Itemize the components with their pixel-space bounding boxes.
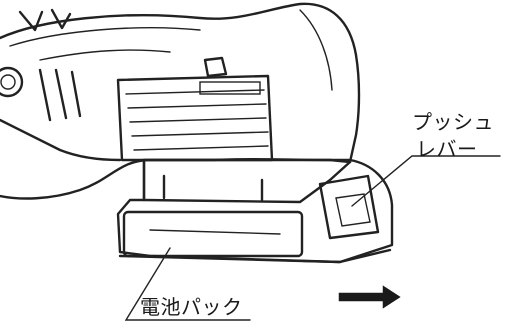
tool-body [0,2,361,200]
battery-pack-leader-line [124,247,251,321]
push-lever-leader-line [351,155,501,207]
push-lever [318,174,380,240]
slide-direction-arrow [337,282,404,312]
battery-pack [116,158,394,264]
push-lever-label-line-2: レバー [416,137,478,161]
vent-grille [116,56,274,162]
push-lever-label-line-1: プッシュ [412,110,494,134]
battery-pack-label: 電池パック [140,295,243,319]
